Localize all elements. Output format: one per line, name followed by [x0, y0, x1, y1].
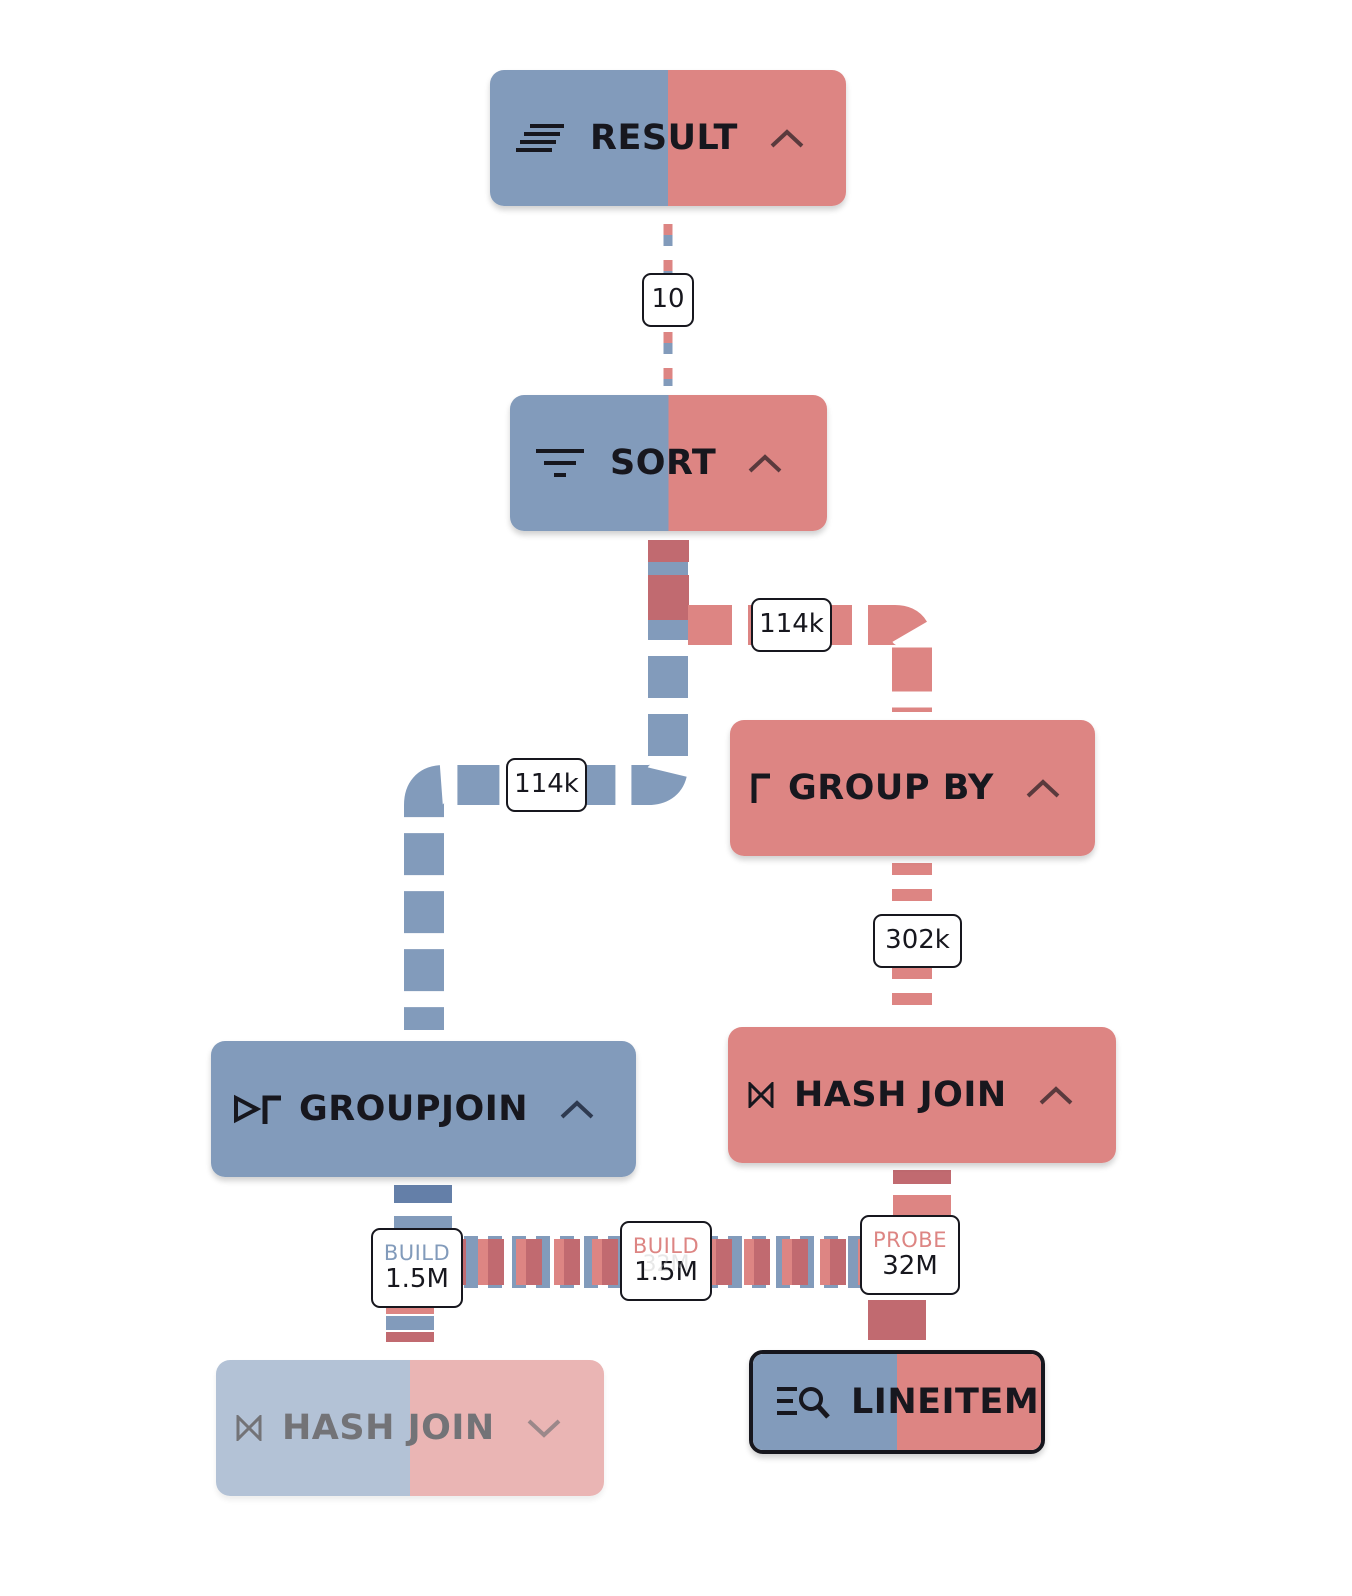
node-lineitem-label: LINEITEM	[851, 1382, 1040, 1422]
sort-filter-icon	[536, 447, 584, 479]
result-lines-icon	[516, 123, 566, 153]
edge-count-badge: 114k	[751, 598, 832, 652]
groupjoin-icon	[233, 1094, 285, 1124]
chevron-up-icon[interactable]	[560, 1099, 594, 1119]
edge-count-badge: 10	[642, 273, 694, 327]
node-sort-label: SORT	[610, 443, 717, 483]
edge-count: 1.5M	[385, 1264, 449, 1295]
node-hash-join-left[interactable]: HASH JOIN	[216, 1360, 604, 1496]
edge-count: 32M	[882, 1251, 938, 1282]
node-result-label: RESULT	[590, 118, 738, 158]
edge-count-badge: 302k	[873, 914, 962, 968]
edge-ghost-count: 32M	[642, 1252, 690, 1277]
node-groupjoin-label: GROUPJOIN	[299, 1089, 529, 1129]
edge-probe-badge: PROBE 32M	[860, 1215, 960, 1295]
edge-sort-groupby	[648, 540, 932, 712]
node-hash-join-right[interactable]: HASH JOIN	[728, 1027, 1116, 1163]
node-group-by[interactable]: GROUP BY	[730, 720, 1095, 856]
edge-count: 302k	[885, 925, 950, 956]
edge-build-badge: BUILD 1.5M 32M	[620, 1221, 712, 1301]
node-group-by-label: GROUP BY	[788, 768, 994, 808]
node-hash-join-right-label: HASH JOIN	[794, 1075, 1007, 1115]
bowtie-join-icon	[236, 1415, 262, 1441]
group-by-icon	[750, 773, 772, 803]
chevron-up-icon[interactable]	[1026, 778, 1060, 798]
edge-role: PROBE	[873, 1228, 947, 1253]
edge-count-badge: 114k	[506, 758, 587, 812]
edge-build-badge: BUILD 1.5M	[371, 1228, 463, 1308]
edge-role: BUILD	[383, 1241, 451, 1266]
node-lineitem[interactable]: LINEITEM	[749, 1350, 1045, 1454]
edge-count: 114k	[759, 609, 824, 640]
edge-count: 114k	[514, 769, 579, 800]
node-sort[interactable]: SORT	[510, 395, 827, 531]
table-scan-icon	[775, 1384, 831, 1420]
node-groupjoin[interactable]: GROUPJOIN	[211, 1041, 636, 1177]
node-result[interactable]: RESULT	[490, 70, 846, 206]
chevron-up-icon[interactable]	[1039, 1085, 1073, 1105]
chevron-down-icon[interactable]	[527, 1418, 561, 1438]
edge-count: 10	[651, 284, 685, 315]
chevron-up-icon[interactable]	[770, 128, 804, 148]
edge-role: BUILD	[632, 1234, 700, 1259]
edge-lineitem-probe	[868, 1170, 951, 1340]
chevron-up-icon[interactable]	[748, 453, 782, 473]
edge-count: 1.5M	[634, 1257, 698, 1288]
node-hash-join-left-label: HASH JOIN	[282, 1408, 495, 1448]
bowtie-join-icon	[748, 1082, 774, 1108]
